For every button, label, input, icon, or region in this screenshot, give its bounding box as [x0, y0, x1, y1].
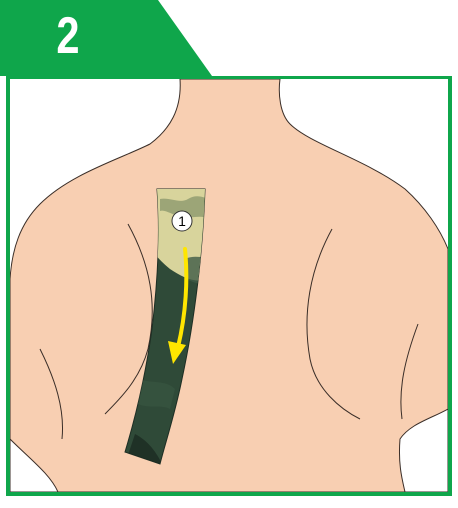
callout-number: 1: [178, 213, 186, 229]
back-illustration: 1: [10, 79, 448, 492]
step-number: 2: [44, 6, 92, 66]
illustration-frame: 1: [6, 76, 452, 496]
step-tab: 2: [0, 0, 220, 80]
step-tab-shape: [0, 0, 220, 80]
callout-badge: 1: [172, 211, 192, 231]
back-icon: [10, 79, 448, 492]
